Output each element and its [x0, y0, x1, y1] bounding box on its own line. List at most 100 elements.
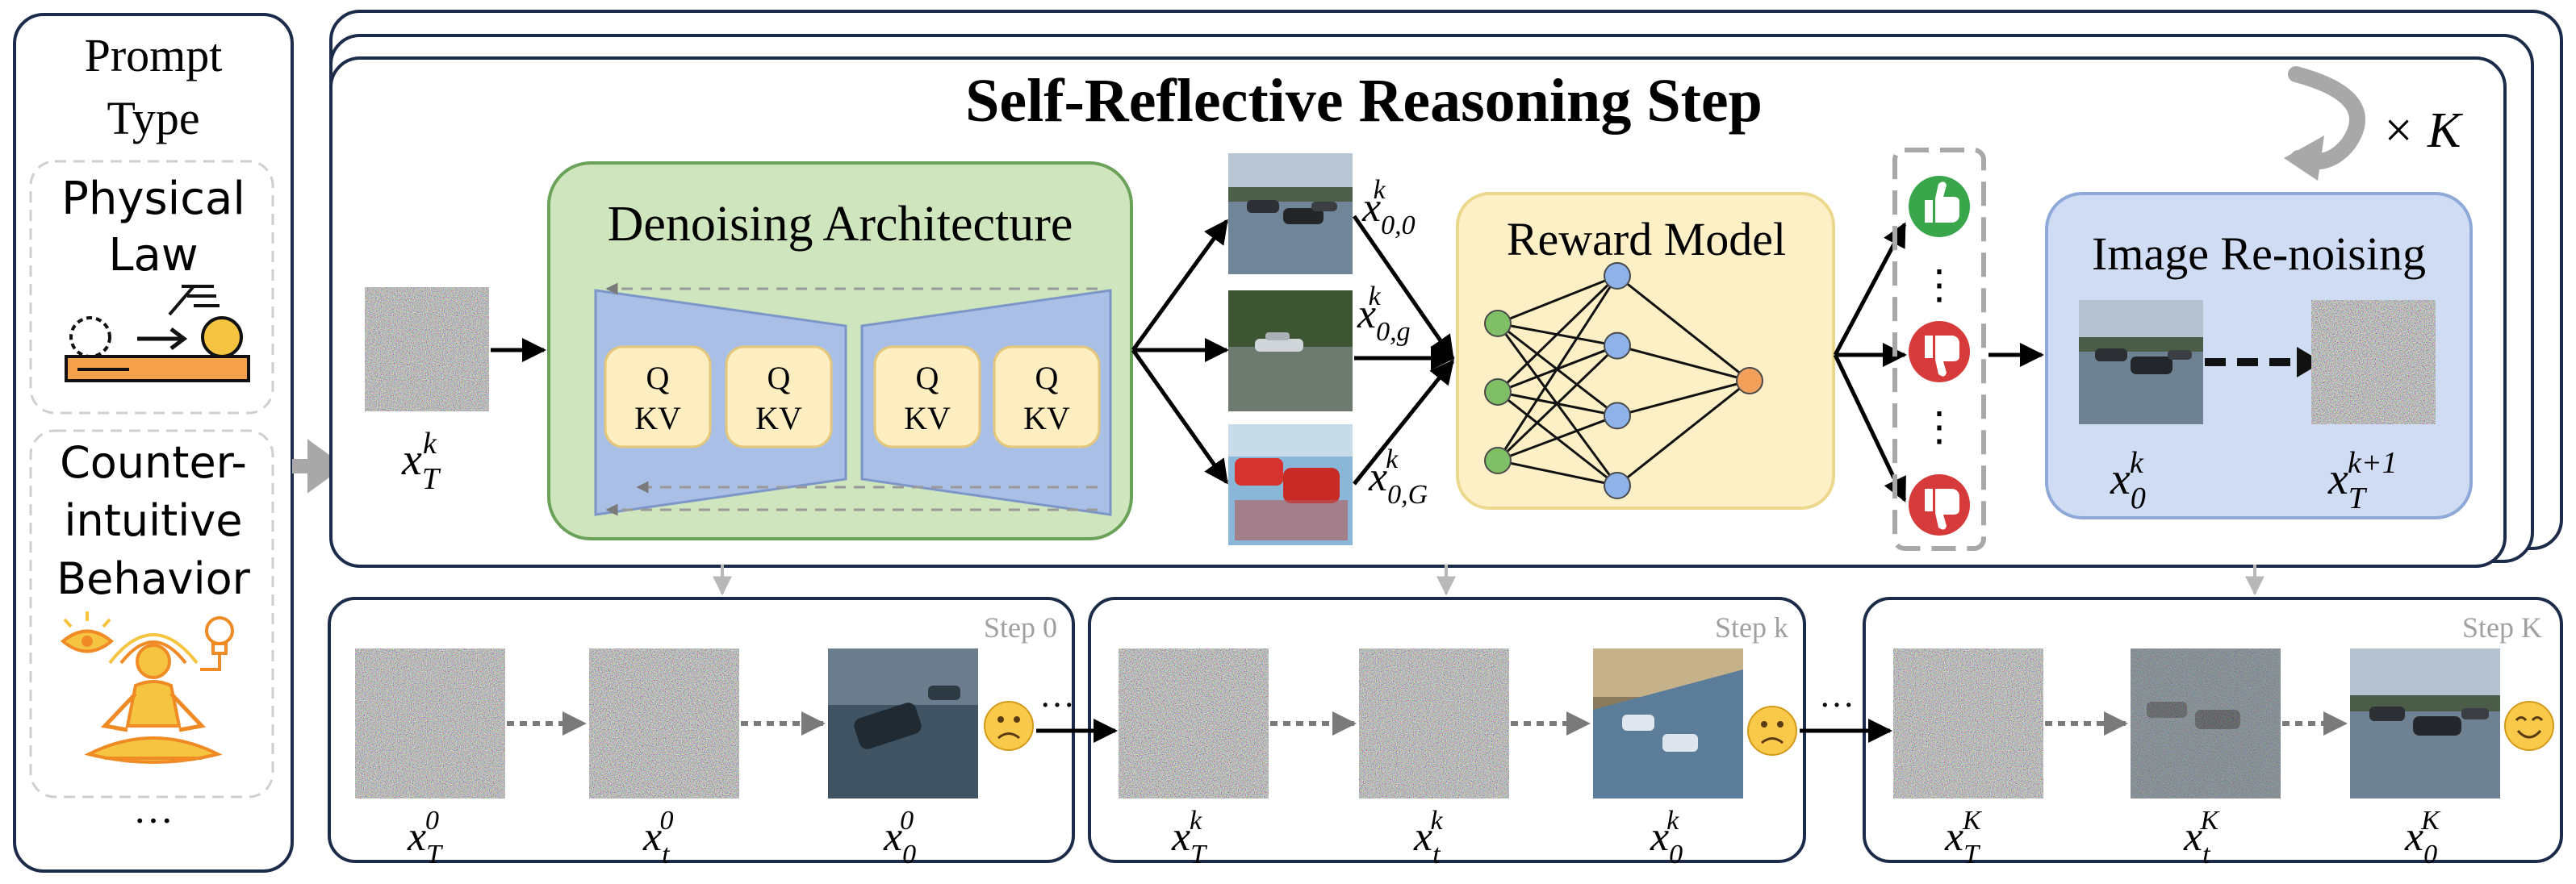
meditating-person-icon: [60, 611, 234, 764]
counter-intuitive-line2: intuitive: [65, 495, 243, 546]
physical-law-line2: Law: [108, 229, 198, 281]
renoise-output-noise: [2311, 300, 2436, 424]
renoise-source-label: x0k: [2110, 446, 2146, 515]
network-edge: [1616, 344, 1750, 382]
network-edge: [1616, 274, 1750, 382]
step-down-arrows: [713, 565, 2264, 596]
repeat-loop-icon: [2284, 66, 2365, 181]
stepK-label-x0: x0K: [2404, 806, 2441, 869]
svg-text:Q: Q: [1035, 360, 1059, 396]
svg-text:KV: KV: [634, 400, 681, 436]
attention-block-4: Q KV: [993, 345, 1101, 448]
candidate-image-2: [1228, 290, 1353, 411]
between-step-arrows: … …: [1036, 675, 1892, 743]
physical-law-card[interactable]: Physical Law: [29, 160, 274, 415]
noise-image-xT: [1119, 648, 1269, 799]
ellipsis-0-k: …: [1039, 675, 1075, 715]
network-edge: [1497, 459, 1618, 487]
attention-block-2: Q KV: [725, 345, 833, 448]
svg-text:Q: Q: [646, 360, 670, 396]
svg-text:Q: Q: [767, 360, 791, 396]
hidden-node: [1604, 262, 1631, 290]
network-edge: [1497, 414, 1618, 462]
svg-text:KV: KV: [1023, 400, 1070, 436]
svg-text:Q: Q: [916, 360, 939, 396]
stepK-label-xt: xtK: [2183, 806, 2221, 869]
feedback-column: ⋮ ⋮: [1892, 148, 1986, 551]
hidden-node: [1604, 472, 1631, 499]
network-edges: [1496, 274, 1750, 487]
step0-label-xT: xT0: [407, 806, 443, 869]
step-panel-k[interactable]: Step k xTk xtk: [1088, 597, 1806, 869]
input-noise-label: xTk: [401, 427, 441, 496]
result-image-x0: [1593, 648, 1743, 799]
svg-text:KV: KV: [755, 400, 802, 436]
reward-model: Reward Model: [1456, 192, 1835, 510]
sad-face-icon: [984, 701, 1034, 751]
step-label: Step k: [1715, 611, 1788, 644]
network-nodes: [1484, 262, 1763, 499]
step-panels: Step 0 xT0 xt0: [328, 597, 2563, 869]
noise-image-xt: [589, 648, 739, 799]
candidate-label-3: x0,Gk: [1368, 444, 1428, 510]
prompt-ellipsis: …: [133, 786, 174, 832]
counter-intuitive-card[interactable]: Counter- intuitive Behavior: [29, 429, 274, 832]
network-edge: [1496, 275, 1619, 461]
network-edge: [1497, 274, 1618, 325]
hidden-node: [1604, 332, 1631, 360]
reward-model-title: Reward Model: [1507, 213, 1786, 265]
thumbs-down-icon: [1909, 321, 1970, 382]
renoise-output-label: xTk+1: [2327, 446, 2398, 515]
renoise-source-image: [2079, 300, 2203, 424]
counter-intuitive-line3: Behavior: [56, 553, 251, 604]
feedback-dots-1: ⋮: [1919, 262, 1959, 307]
denoiser-title: Denoising Architecture: [608, 197, 1073, 252]
input-node: [1484, 310, 1512, 337]
noise-image-xT: [1893, 648, 2043, 799]
image-renoising: Image Re-noising x0k xTk+1: [2045, 192, 2473, 519]
noise-image-xT: [355, 648, 505, 799]
stepk-label-xt: xtk: [1413, 806, 1444, 869]
input-noise-image: [365, 287, 489, 411]
stepk-label-xT: xTk: [1171, 806, 1207, 869]
prompt-title-line1: Prompt: [85, 29, 223, 81]
prompt-to-main-arrow: [292, 439, 345, 494]
noise-image-xt: [1359, 648, 1509, 799]
candidate-image-3: [1228, 424, 1353, 545]
input-node: [1484, 378, 1512, 406]
output-node: [1736, 367, 1763, 394]
step0-label-x0: x00: [883, 806, 916, 869]
network-edge: [1496, 344, 1619, 462]
physical-law-line1: Physical: [61, 173, 245, 225]
input-node: [1484, 447, 1512, 474]
step-panel-0[interactable]: Step 0 xT0 xt0: [328, 597, 1075, 869]
step0-label-xt: xt0: [642, 806, 674, 869]
thumbs-up-icon: [1909, 176, 1970, 237]
svg-text:KV: KV: [904, 400, 951, 436]
repeat-times-label: × K: [2382, 103, 2464, 158]
sad-face-icon: [1747, 706, 1797, 756]
partial-denoise-image-xt: [2131, 648, 2281, 799]
thumbs-down-icon: [1909, 474, 1970, 536]
happy-face-icon: [2504, 701, 2554, 751]
result-image-x0: [2350, 648, 2500, 799]
attention-block-1: Q KV: [604, 345, 712, 448]
stepk-label-x0: x0k: [1650, 806, 1683, 869]
network-edge: [1616, 379, 1750, 487]
counter-intuitive-line1: Counter-: [60, 437, 247, 488]
main-title: Self-Reflective Reasoning Step: [965, 67, 1763, 135]
feedback-dots-2: ⋮: [1919, 404, 1959, 449]
denoising-architecture: Denoising Architecture Q KV Q KV Q KV Q …: [547, 161, 1133, 540]
result-image-x0: [828, 648, 978, 799]
candidate-label-2: x0,gk: [1357, 281, 1411, 347]
renoise-title: Image Re-noising: [2092, 227, 2426, 280]
candidate-image-1: [1228, 153, 1353, 274]
candidate-fanout-arrows: [1131, 219, 1229, 485]
hidden-node: [1604, 402, 1631, 430]
prompt-title-line2: Type: [107, 92, 199, 144]
rolling-ball-icon: [65, 285, 250, 382]
prompt-type-panel: Prompt Type Physical Law Counter-: [13, 13, 294, 873]
step-panel-K[interactable]: Step K: [1863, 597, 2563, 869]
stepK-label-xT: xTK: [1944, 806, 1983, 869]
